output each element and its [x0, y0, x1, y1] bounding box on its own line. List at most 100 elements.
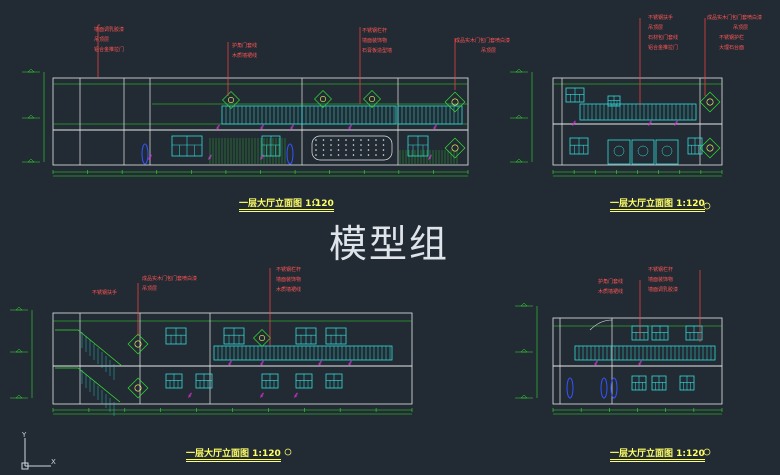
- view-a-labels-far: 成品实木门包门套喷白漆 吊顶层: [455, 38, 510, 54]
- view-d-labels-left: 护角门套线 木质墙裙线: [598, 279, 623, 295]
- elevation-d-outline: [552, 317, 723, 405]
- label-c-r0: 不锈钢栏杆: [276, 267, 302, 273]
- feature-wall-dot: [322, 154, 325, 156]
- label-d-r1: 墙面装饰物: [648, 277, 674, 283]
- ornament-b1: [699, 91, 721, 113]
- feature-wall-dot: [360, 144, 362, 146]
- feature-wall-dot: [367, 144, 370, 146]
- plant-a2: ⸙: [289, 123, 296, 133]
- label-a-r2: 石膏板造型墙: [362, 48, 393, 54]
- ornament-a1: [222, 91, 240, 109]
- feature-wall-dot: [382, 144, 385, 146]
- plant-c3: ⸙: [347, 359, 354, 369]
- plant-d1: ⸙: [637, 359, 644, 369]
- view-marker-b: [703, 202, 711, 210]
- ornament-core: [258, 334, 265, 341]
- feature-wall-dot: [315, 139, 317, 141]
- plant-c-low1: ⸙: [259, 391, 266, 401]
- feature-wall-dot: [375, 139, 377, 141]
- watermark-text: 模型组: [329, 222, 450, 266]
- view-title-a: 一层大厅立面图 1:120: [239, 196, 334, 212]
- view-c-labels-left: 不锈钢扶手: [92, 290, 117, 296]
- plant-c2: ⸙: [317, 359, 324, 369]
- railing-a2: [301, 105, 397, 125]
- label-b-l3: 铝合金推拉门: [648, 45, 679, 51]
- ornament-core: [706, 98, 714, 106]
- feature-wall-dot: [345, 144, 347, 146]
- svg-text:X: X: [51, 458, 56, 466]
- feature-wall-dot: [322, 139, 325, 141]
- plant-a0: ⸙: [215, 123, 222, 133]
- view-b-labels-right: 成品实木门包门套喷白漆 吊顶层 不锈钢护栏 大理石台面: [707, 15, 762, 51]
- label-d-l1: 木质墙裙线: [598, 289, 624, 295]
- view-a-labels-right: 不锈钢栏杆 墙面装饰物 石膏板造型墙: [362, 28, 392, 54]
- elevation-a-outline: [52, 77, 469, 166]
- feature-wall-dot: [330, 144, 332, 146]
- view-title-c-text: 一层大厅立面图 1:120: [186, 449, 281, 459]
- plant-b1: ⸙: [647, 119, 654, 129]
- view-marker-a: [312, 198, 320, 206]
- feature-wall-dot: [367, 154, 370, 156]
- feature-wall-dot: [337, 144, 340, 146]
- view-a-labels-left: 墙面调乳胶漆 吊顶层 铝合金推拉门: [94, 27, 124, 53]
- ornament-c2: [253, 329, 271, 347]
- feature-wall-dot: [330, 154, 332, 156]
- level-triangle: [27, 158, 35, 163]
- feature-wall-dot: [345, 154, 347, 156]
- label-c-r1: 墙面装饰物: [276, 277, 302, 283]
- view-title-a-text: 一层大厅立面图 1:120: [239, 199, 334, 209]
- elevation-c-outline: [52, 312, 413, 405]
- label-a-r0: 不锈钢栏杆: [362, 28, 388, 34]
- plant-c0: ⸙: [227, 359, 234, 369]
- feature-wall-dot: [352, 154, 355, 156]
- arch-d: [589, 319, 613, 331]
- feature-wall-dot: [315, 154, 317, 156]
- ornament-core: [134, 340, 142, 348]
- feature-wall-dot: [330, 139, 332, 141]
- feature-wall-dot: [360, 154, 362, 156]
- level-triangle: [27, 68, 35, 73]
- feature-wall-dot: [337, 139, 340, 141]
- label-b-l0: 不锈钢扶手: [648, 15, 674, 21]
- label-a-l0: 墙面调乳胶漆: [94, 27, 125, 33]
- railing-d: [574, 345, 716, 361]
- plant-d0: ⸙: [593, 359, 600, 369]
- feature-wall-dot: [315, 144, 317, 146]
- elevation-b-outline: [552, 77, 723, 166]
- feature-wall-dot: [322, 149, 325, 151]
- label-a-m0: 护角门套线: [232, 43, 258, 49]
- level-triangle: [15, 394, 23, 399]
- glass-door-b1: [631, 139, 655, 165]
- ornament-core: [368, 96, 375, 103]
- ornament-a3: [363, 90, 381, 108]
- view-marker-d: [703, 448, 711, 456]
- view-d-labels-right: 不锈钢栏杆 墙面装饰物 墙面调乳胶漆: [648, 267, 678, 293]
- glass-door-b2: [655, 139, 679, 165]
- label-c-l0: 不锈钢扶手: [92, 290, 118, 296]
- view-c-labels-right: 不锈钢栏杆 墙面装饰物 木质墙裙线: [276, 267, 301, 293]
- staircase-c: [55, 329, 123, 403]
- feature-wall-dot: [345, 139, 347, 141]
- level-triangle: [15, 306, 23, 311]
- person-d1: [566, 377, 574, 399]
- view-marker-c: [284, 448, 292, 456]
- feature-wall-dot: [337, 149, 340, 151]
- ucs-axis-icon: Y X: [21, 432, 56, 470]
- level-triangle: [520, 348, 528, 353]
- door-pattern-b: [661, 145, 673, 157]
- feature-wall-dot: [375, 144, 377, 146]
- feature-wall-dot: [375, 149, 377, 151]
- ornament-core: [319, 96, 326, 103]
- view-b-labels-left: 不锈钢扶手 吊顶层 石材包门套线 铝合金推拉门: [648, 15, 678, 51]
- feature-wall-dot: [337, 154, 340, 156]
- railing-c: [213, 345, 393, 361]
- plant-a4: ⸙: [432, 123, 439, 133]
- view-title-d-text: 一层大厅立面图 1:120: [610, 449, 705, 459]
- plant-b2: ⸙: [673, 119, 680, 129]
- label-b-r0: 成品实木门包门套喷白漆: [707, 15, 763, 21]
- label-a-r1: 墙面装饰物: [362, 38, 388, 44]
- feature-wall-dot: [330, 149, 332, 151]
- view-title-d: 一层大厅立面图 1:120: [610, 446, 705, 462]
- level-triangle: [27, 114, 35, 119]
